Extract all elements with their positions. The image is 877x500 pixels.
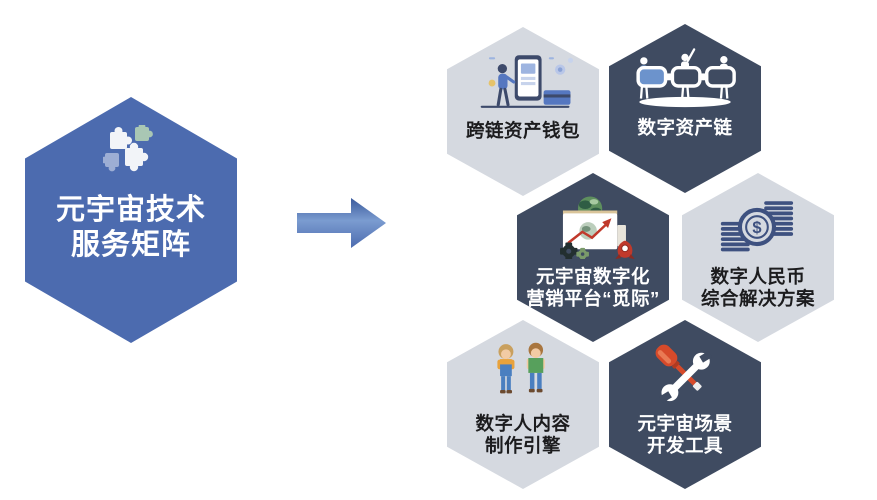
item-label-line2: 制作引擎	[484, 435, 561, 456]
item-label-line2: 综合解决方案	[700, 288, 815, 309]
main-label-line2: 服务矩阵	[70, 229, 191, 261]
hexagon-label: 数字人内容 制作引擎	[447, 413, 599, 457]
main-hexagon: 元宇宙技术 服务矩阵	[25, 97, 237, 343]
item-label-line1: 元宇宙场景	[637, 413, 733, 434]
item-label-line1: 元宇宙数字化	[535, 266, 650, 287]
dev-tools-icon	[655, 344, 713, 403]
marketing-platform-illustration	[560, 196, 635, 259]
hexagon-digital-rmb-solution: $ 数字人民币 综合解决方案	[682, 173, 834, 342]
digital-human-avatars-icon	[497, 342, 545, 394]
hexagon-marketing-platform: 元宇宙数字化 营销平台“觅际”	[517, 173, 669, 342]
main-hexagon-label: 元宇宙技术 服务矩阵	[25, 193, 237, 263]
hexagon-label: 数字资产链	[609, 117, 761, 139]
item-label-line1: 数字人内容	[475, 413, 571, 434]
item-label-line2: 开发工具	[646, 435, 723, 456]
main-label-line1: 元宇宙技术	[55, 194, 206, 226]
item-label-line1: 数字资产链	[637, 117, 733, 138]
hexagon-digital-asset-chain: 数字资产链	[609, 24, 761, 193]
hexagon-digital-human-engine: 数字人内容 制作引擎	[447, 320, 599, 489]
puzzle-pieces-icon	[103, 125, 153, 172]
item-label-line2: 营销平台“觅际”	[526, 288, 660, 309]
digital-currency-coins-icon: $	[720, 201, 794, 252]
svg-text:$: $	[752, 219, 761, 237]
right-arrow-icon	[297, 198, 386, 248]
hexagon-scene-dev-tools: 元宇宙场景 开发工具	[609, 320, 761, 489]
hexagon-crosschain-wallet: 跨链资产钱包	[447, 27, 599, 196]
hexagon-label: 数字人民币 综合解决方案	[682, 266, 834, 310]
item-label-line1: 数字人民币	[710, 266, 806, 287]
item-label-line1: 跨链资产钱包	[465, 120, 580, 141]
digital-asset-chain-illustration	[636, 48, 736, 108]
hexagon-label: 元宇宙场景 开发工具	[609, 413, 761, 457]
crosschain-wallet-illustration	[480, 55, 574, 108]
hexagon-label: 跨链资产钱包	[447, 120, 599, 142]
hexagon-label: 元宇宙数字化 营销平台“觅际”	[517, 266, 669, 310]
